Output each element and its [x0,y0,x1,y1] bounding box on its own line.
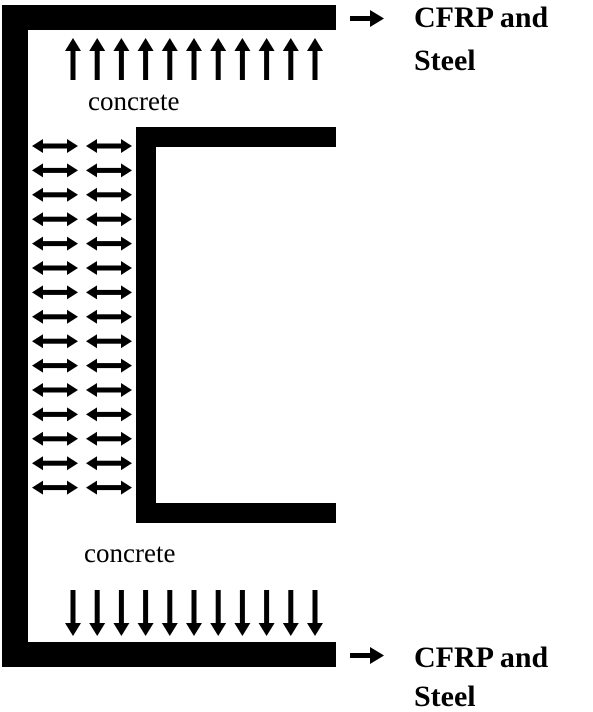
bottom-concrete-label: concrete [84,538,175,568]
double-arrow [32,456,78,471]
double-arrow [86,334,132,349]
bottom-material-label-line2: Steel [414,680,476,712]
outer-frame-bottom-flange [2,642,336,667]
double-arrow [32,431,78,446]
top-concrete-label: concrete [88,86,179,116]
top-pointer-arrow [350,10,384,27]
down-arrow [113,590,130,636]
up-arrow [65,38,81,80]
down-arrow [282,590,299,636]
up-arrow [210,38,227,80]
double-arrow [86,407,132,422]
up-arrow [234,38,251,80]
double-arrow [86,383,132,397]
down-arrow [307,590,323,636]
double-arrow [86,456,132,471]
outer-frame-top-flange [2,5,336,30]
up-arrow [186,38,202,80]
up-arrow [137,38,154,80]
up-arrow [89,38,106,80]
down-arrow [210,590,227,636]
double-arrow [32,139,78,153]
double-arrow [86,431,132,446]
double-arrow [32,334,78,349]
up-arrow [258,38,275,80]
double-arrow [86,236,132,251]
down-arrow [137,590,154,636]
inner-frame-bottom-flange [136,503,336,523]
double-arrow [32,163,78,178]
double-arrow [86,163,132,178]
up-arrow [307,38,323,80]
inner-frame-left-bar [136,127,156,523]
bottom-pointer-arrow [350,647,384,664]
up-arrow [113,38,130,80]
double-arrow [86,139,132,153]
down-arrow [89,590,106,636]
bottom-material-label-line1: CFRP and [414,641,549,674]
down-arrow [65,590,81,636]
up-arrow [161,38,178,80]
outer-frame-left-bar [2,5,28,667]
double-arrow [32,309,78,324]
double-arrow [32,212,78,227]
double-arrow [86,261,132,275]
double-arrow [32,261,78,275]
down-arrow [234,590,251,636]
double-arrow [32,383,78,397]
double-arrow [86,285,132,300]
double-arrow [32,358,78,373]
stress-arrows [32,38,323,636]
top-material-label-line2: Steel [414,44,476,77]
double-arrow [86,187,132,202]
double-arrow [32,187,78,202]
double-arrow [86,212,132,227]
top-material-label-line1: CFRP and [414,1,549,34]
down-arrow [186,590,202,636]
down-arrow [258,590,275,636]
up-arrow [282,38,299,80]
double-arrow [32,285,78,300]
double-arrow [32,236,78,251]
double-arrow [86,309,132,324]
double-arrow [32,480,78,495]
double-arrow [86,358,132,373]
down-arrow [161,590,178,636]
double-arrow [32,407,78,422]
double-arrow [86,480,132,495]
inner-frame-top-flange [136,127,336,147]
